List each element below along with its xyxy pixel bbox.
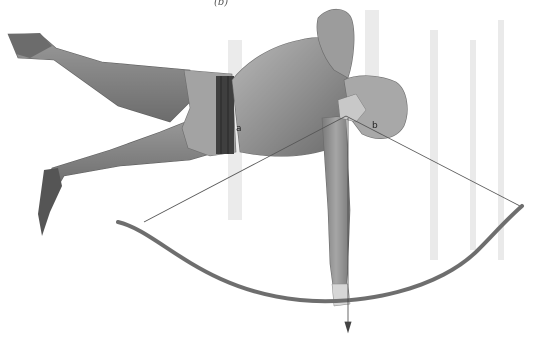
- point-label-b: b: [372, 121, 378, 131]
- raised-leg: [8, 33, 194, 122]
- bow: [118, 206, 522, 301]
- point-label-a: a: [236, 124, 242, 134]
- belt: [216, 76, 234, 154]
- bow-arm: [322, 116, 350, 294]
